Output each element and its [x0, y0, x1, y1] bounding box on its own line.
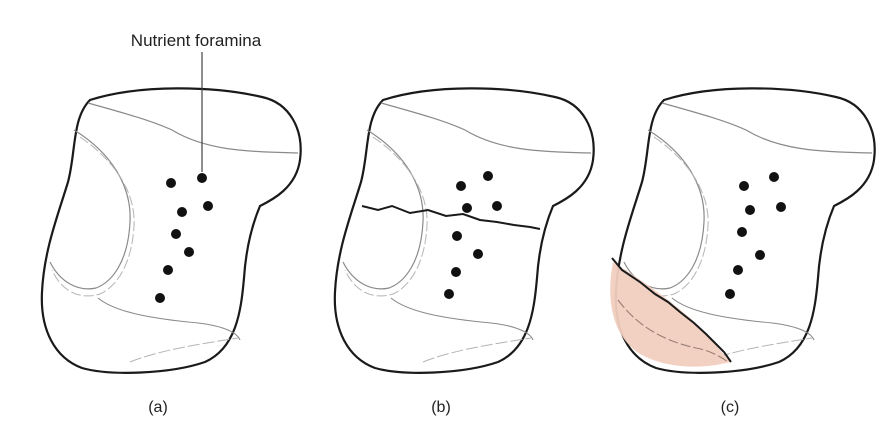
foramen-dot — [171, 229, 181, 239]
panel-label-a: (a) — [148, 399, 168, 416]
foramen-dot — [737, 227, 747, 237]
foramen-dot — [492, 201, 502, 211]
foramen-dot — [745, 205, 755, 215]
foramen-dot — [776, 202, 786, 212]
foramen-dot — [462, 203, 472, 213]
foramen-dot — [733, 265, 743, 275]
foramen-dot — [184, 247, 194, 257]
foramen-dot — [456, 181, 466, 191]
foramen-dot — [166, 178, 176, 188]
foramen-dot — [755, 250, 765, 260]
foramen-dot — [197, 173, 207, 183]
panel-label-b: (b) — [431, 399, 451, 416]
panel-c: (c) — [610, 88, 874, 416]
foramen-dot — [725, 289, 735, 299]
foramen-dot — [451, 267, 461, 277]
foramen-dot — [203, 201, 213, 211]
panel-b: (b) — [335, 88, 594, 416]
foramen-dot — [163, 265, 173, 275]
foramen-dot — [473, 249, 483, 259]
foramen-dot — [452, 231, 462, 241]
foramen-dot — [444, 289, 454, 299]
annotation-label: Nutrient foramina — [131, 31, 262, 50]
foramen-dot — [769, 172, 779, 182]
panel-label-c: (c) — [721, 399, 740, 416]
foramen-dot — [177, 207, 187, 217]
panel-a: Nutrient foramina (a) — [42, 31, 301, 416]
foramen-dot — [155, 293, 165, 303]
foramen-dot — [483, 171, 493, 181]
foramen-dot — [739, 181, 749, 191]
